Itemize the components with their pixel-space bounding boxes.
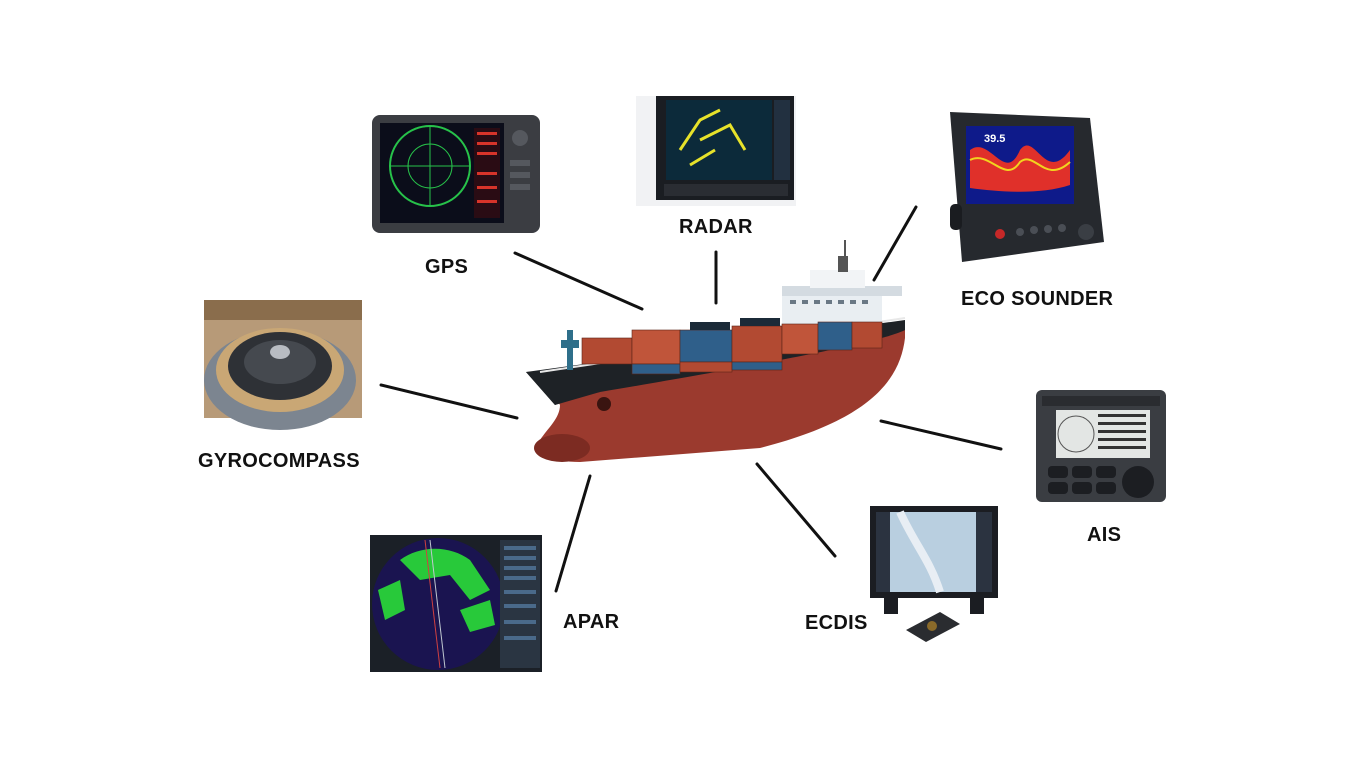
gps-device-image bbox=[372, 115, 540, 233]
radar-device-image bbox=[636, 96, 796, 206]
connector-gyrocompass bbox=[379, 383, 519, 420]
gyrocompass-label: GYROCOMPASS bbox=[198, 450, 360, 472]
connector-lines bbox=[379, 205, 1003, 593]
ais-label: AIS bbox=[1087, 524, 1122, 546]
connector-ais bbox=[879, 419, 1003, 451]
ecdis-device-image bbox=[870, 506, 998, 642]
connector-apar bbox=[554, 474, 592, 593]
apar-device-image bbox=[370, 535, 542, 672]
connector-ecdis bbox=[755, 462, 837, 558]
radar-label: RADAR bbox=[679, 216, 753, 238]
eco-sounder-label: ECO SOUNDER bbox=[961, 288, 1114, 310]
gps-label: GPS bbox=[425, 256, 469, 278]
ecdis-label: ECDIS bbox=[805, 612, 868, 634]
ais-device-image bbox=[1036, 390, 1166, 502]
connector-gps bbox=[513, 251, 644, 311]
connector-eco-sounder bbox=[872, 205, 918, 282]
container-ship-image bbox=[526, 240, 906, 462]
gyrocompass-device-image bbox=[204, 300, 362, 430]
svg-text:39.5: 39.5 bbox=[984, 133, 1005, 145]
eco-sounder-device-image: 39.5 bbox=[950, 112, 1104, 262]
apar-label: APAR bbox=[563, 611, 620, 633]
